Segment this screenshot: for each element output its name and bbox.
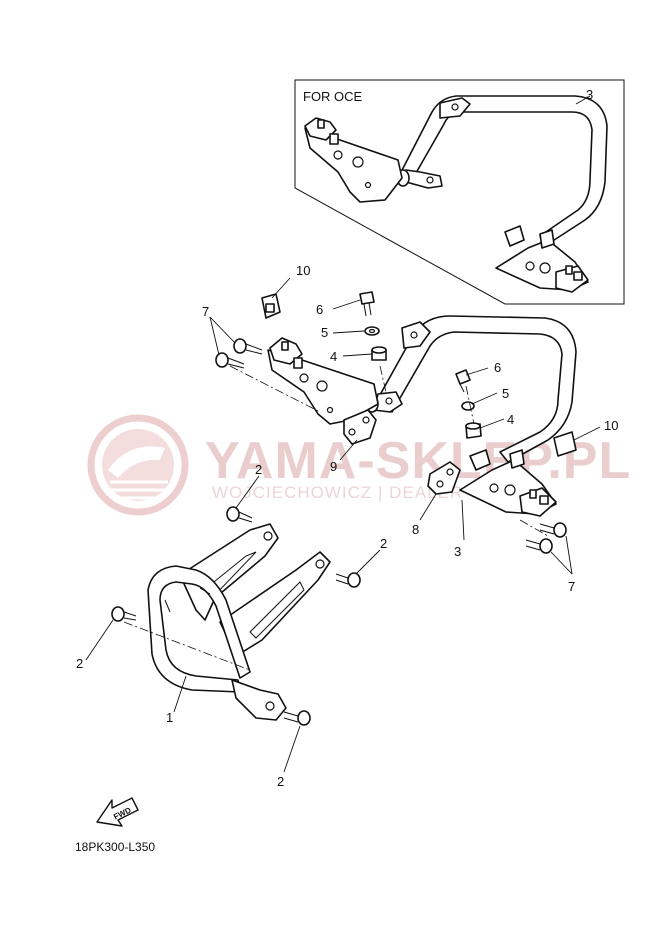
fwd-arrow-icon: FWD	[96, 797, 139, 827]
callout-4-right: 4	[507, 412, 514, 427]
callout-2-bottom: 2	[277, 774, 284, 789]
callout-10-right: 10	[604, 418, 618, 433]
callout-2-left: 2	[76, 656, 83, 671]
inset-label: FOR OCE	[303, 89, 363, 104]
inset-panel: FOR OCE 3	[294, 79, 625, 305]
callout-4-left: 4	[330, 349, 337, 364]
carrier-fasteners	[215, 291, 577, 554]
callout-6-right: 6	[494, 360, 501, 375]
callout-10-left: 10	[296, 263, 310, 278]
watermark-subline: WOJCIECHOWICZ | DEALER YAMAHA	[212, 483, 545, 502]
watermark-logo-icon	[87, 414, 189, 516]
inset-rear-carrier	[304, 95, 608, 293]
callout-2-right: 2	[380, 536, 387, 551]
grab-bar-assembly	[123, 523, 331, 721]
callout-6-left: 6	[316, 302, 323, 317]
callout-3-main: 3	[454, 544, 461, 559]
callout-3-inset: 3	[586, 87, 593, 102]
grab-bar-bolts	[111, 506, 361, 726]
callout-2-top: 2	[255, 462, 262, 477]
callout-1: 1	[166, 710, 173, 725]
drawing-code: 18PK300-L350	[75, 840, 155, 854]
callout-numbers: 10 6 5 4 7 9 6 5 4 10 8 3 7 2 2 2 2 1	[76, 263, 618, 789]
callout-8: 8	[412, 522, 419, 537]
callout-5-left: 5	[321, 325, 328, 340]
rear-carrier-assembly	[267, 315, 577, 517]
callout-7-right: 7	[568, 579, 575, 594]
callout-5-right: 5	[502, 386, 509, 401]
leader-lines	[85, 277, 601, 773]
callout-9: 9	[330, 459, 337, 474]
callout-7-left: 7	[202, 304, 209, 319]
